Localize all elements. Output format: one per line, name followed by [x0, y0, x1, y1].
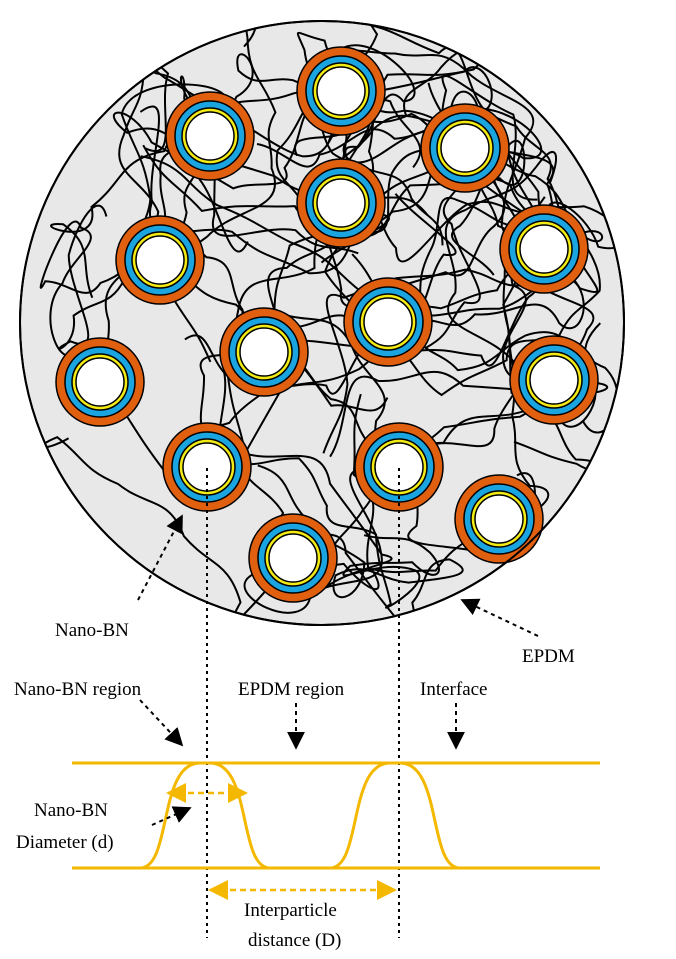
nanoparticle — [219, 307, 309, 397]
epdm-pointer — [460, 598, 539, 637]
nanoparticle-layer — [316, 178, 366, 228]
profile-bump-left — [139, 761, 271, 870]
nanoparticle-layer — [268, 533, 318, 583]
label-nano-bn: Nano-BN — [55, 620, 129, 641]
nanoparticle — [296, 158, 386, 248]
label-nano-bn-region: Nano-BN region — [14, 679, 142, 700]
nanoparticle — [248, 513, 338, 603]
polymer-chain — [407, 151, 558, 557]
nanoparticle — [499, 204, 589, 294]
polymer-chain — [425, 106, 604, 349]
nanoparticle-layer — [316, 66, 366, 116]
label-diameter-line2: Diameter (d) — [16, 832, 114, 853]
nanoparticle-layer — [75, 357, 125, 407]
nanoparticle — [420, 103, 510, 193]
nanoparticle-layer — [519, 224, 569, 274]
profile-bump-right — [329, 761, 461, 870]
nanoparticle-layer — [529, 355, 579, 405]
nanoparticle — [115, 215, 205, 305]
nanoparticle — [343, 277, 433, 367]
label-epdm: EPDM — [522, 646, 575, 667]
nanoparticle — [55, 337, 145, 427]
nanoparticle — [165, 91, 255, 181]
nanoparticle-layer — [135, 235, 185, 285]
nanoparticle — [454, 474, 544, 564]
matrix-outline — [19, 20, 625, 626]
nanoparticle-layer — [239, 327, 289, 377]
polymer-chain — [217, 457, 440, 609]
polymer-chain — [102, 59, 360, 507]
nanoparticle — [354, 422, 444, 512]
diameter-pointer — [151, 806, 192, 826]
label-distance-line2: distance (D) — [248, 930, 341, 951]
nanoparticle — [162, 422, 252, 512]
polymer-chain — [140, 120, 506, 299]
nano-bn-region-pointer — [139, 699, 184, 747]
label-distance-line1: Interparticle — [244, 900, 337, 921]
nanoparticle-layer — [440, 123, 490, 173]
polymer-chain — [322, 268, 597, 454]
label-interface: Interface — [420, 679, 488, 700]
label-epdm-region: EPDM region — [238, 679, 345, 700]
nanoparticles — [55, 46, 599, 603]
polymer-chain — [39, 220, 389, 412]
nanoparticle-layer — [185, 111, 235, 161]
pointer-arrows — [137, 514, 539, 826]
nanoparticle — [296, 46, 386, 136]
nanoparticle-layer — [474, 494, 524, 544]
nanoparticle-layer — [363, 297, 413, 347]
label-diameter-line1: Nano-BN — [34, 800, 108, 821]
interface-profile — [72, 761, 600, 870]
nanoparticle — [509, 335, 599, 425]
